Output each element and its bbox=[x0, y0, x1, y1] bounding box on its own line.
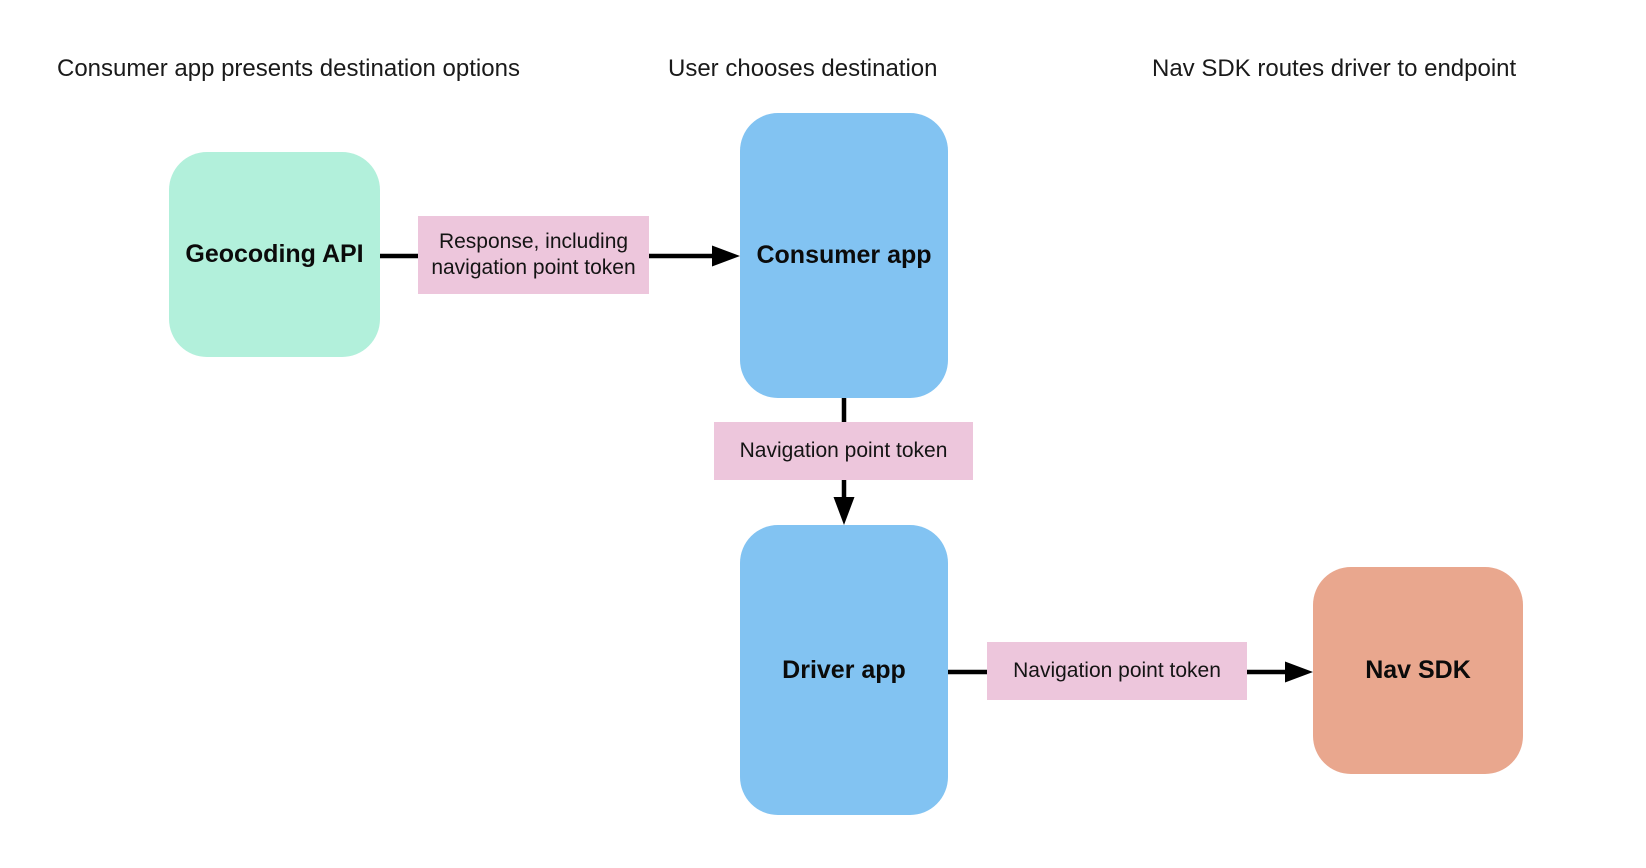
arrowhead-down-icon bbox=[833, 497, 855, 525]
node-driver-app: Driver app bbox=[740, 525, 948, 815]
arrowhead-right-icon bbox=[712, 245, 740, 267]
column-header-navsdk-routes: Nav SDK routes driver to endpoint bbox=[1152, 55, 1517, 82]
edge-label-response-token: Response, including navigation point tok… bbox=[418, 216, 649, 294]
node-driver-app-label: Driver app bbox=[782, 655, 906, 684]
node-nav-sdk-label: Nav SDK bbox=[1365, 656, 1471, 684]
arrowhead-right-icon bbox=[1285, 661, 1313, 683]
node-geocoding-api-label: Geocoding API bbox=[185, 240, 364, 268]
column-header-user-chooses: User chooses destination bbox=[668, 55, 938, 82]
edge-label-navigation-point-token-2: Navigation point token bbox=[987, 642, 1247, 700]
edge-label-navigation-point-token-1: Navigation point token bbox=[714, 422, 973, 480]
column-header-consumer-presents: Consumer app presents destination option… bbox=[57, 55, 520, 82]
node-geocoding-api: Geocoding API bbox=[169, 152, 380, 357]
node-consumer-app: Consumer app bbox=[740, 113, 948, 398]
node-consumer-app-label: Consumer app bbox=[756, 241, 932, 269]
node-nav-sdk: Nav SDK bbox=[1313, 567, 1523, 774]
